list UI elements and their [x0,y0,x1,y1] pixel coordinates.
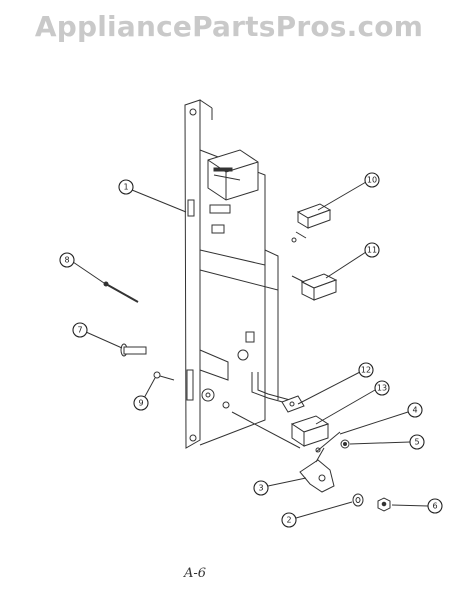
callout-2: 2 [281,512,297,528]
svg-text:6: 6 [432,502,437,511]
svg-text:11: 11 [367,246,377,255]
part-7-shoulder-bolt [120,343,147,357]
callout-1: 1 [118,179,134,195]
svg-text:13: 13 [377,384,387,393]
callout-3: 3 [253,480,269,496]
svg-text:5: 5 [414,438,419,447]
part-10-switch [291,203,332,243]
watermark-logo: AppliancePartsPros.com [34,10,424,43]
callout-11: 11 [364,242,380,258]
svg-text:12: 12 [361,366,371,375]
callout-9: 9 [133,395,149,411]
part-2-washer [352,493,364,507]
part-11-switch [291,273,338,301]
svg-text:3: 3 [258,484,263,493]
page-code: A-6 [184,566,207,581]
part-3-lever [231,411,335,493]
svg-text:8: 8 [64,256,69,265]
svg-text:1: 1 [123,183,128,192]
callout-7: 7 [72,322,88,338]
svg-text:9: 9 [138,399,143,408]
part-4-link [315,431,341,453]
part-13-switch [290,415,330,447]
leader-lines [72,181,429,519]
callout-6: 6 [427,498,443,514]
callout-5: 5 [409,434,425,450]
callout-12: 12 [358,362,374,378]
part-5-nut [340,439,350,449]
part-8-rod [103,281,139,303]
part-12-bracket [281,395,305,413]
callout-4: 4 [407,402,423,418]
svg-text:7: 7 [77,326,82,335]
svg-text:10: 10 [367,176,377,185]
main-bracket-plate [184,99,291,449]
svg-text:2: 2 [286,516,291,525]
part-9-screw [153,371,175,381]
svg-text:4: 4 [412,406,417,415]
callout-10: 10 [364,172,380,188]
callout-13: 13 [374,380,390,396]
part-6-nut [377,497,391,512]
callout-8: 8 [59,252,75,268]
